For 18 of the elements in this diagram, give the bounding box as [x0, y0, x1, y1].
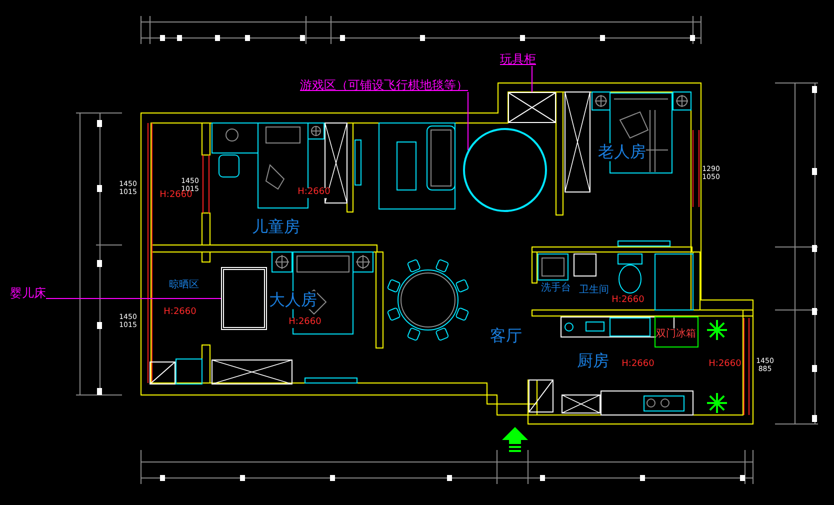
leader-line: [46, 298, 222, 299]
callout-text: 游戏区（可铺设飞行棋地毯等）: [300, 79, 468, 92]
ceiling-height: H:2660: [298, 188, 330, 198]
appliance-label: 双门冰箱: [656, 328, 696, 340]
room-name: 厨房: [577, 352, 609, 370]
crib: [221, 267, 267, 330]
room-name: 洗手台: [541, 282, 571, 294]
room-name: 晾晒区: [169, 280, 199, 290]
room-name: 老人房: [598, 143, 646, 161]
ceiling-height: H:2660: [288, 318, 322, 328]
callout-text: 玩具柜: [500, 53, 536, 66]
room-name: 卫生间: [579, 284, 609, 296]
storage-cabinet: [508, 92, 556, 123]
callout-text: 婴儿床: [10, 287, 46, 300]
room-name: 大人房: [269, 291, 317, 309]
room-name: 儿童房: [252, 218, 300, 236]
round-rug: [463, 128, 547, 212]
room-name: 客厅: [490, 327, 522, 345]
